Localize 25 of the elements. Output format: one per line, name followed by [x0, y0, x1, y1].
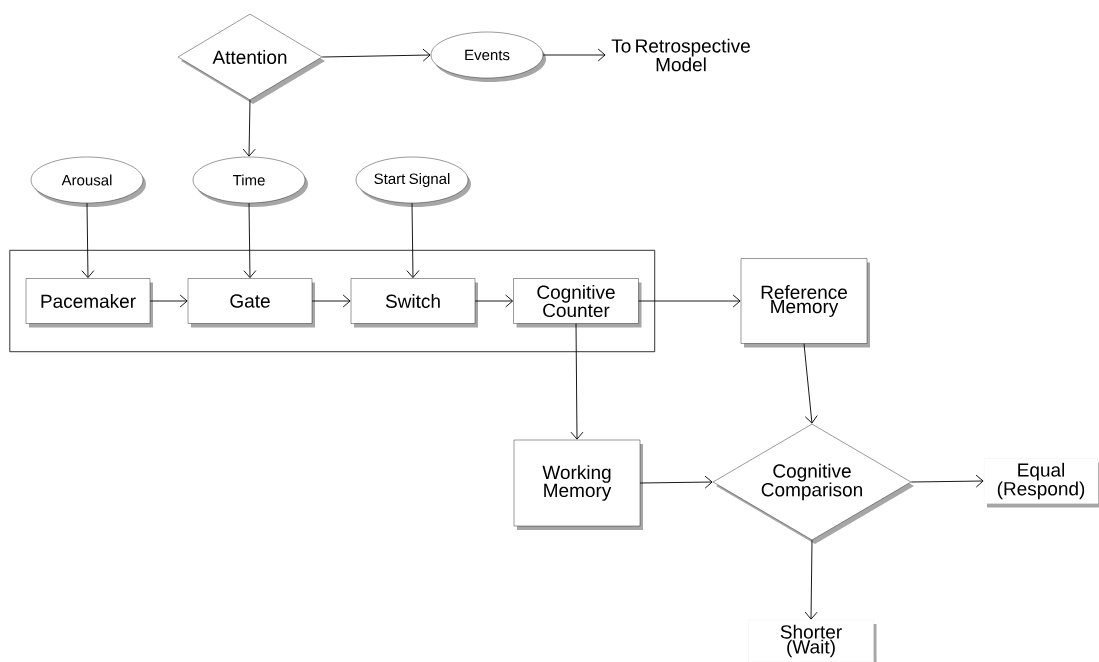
target-text: To Retrospective Model [611, 38, 750, 72]
arrow [804, 539, 818, 620]
arrow [321, 48, 431, 62]
group-frame [9, 249, 656, 353]
process-box: Gate [187, 278, 315, 328]
process-box: Pacemaker [25, 278, 153, 328]
memory-box: Reference Memory [740, 258, 870, 348]
arrow [638, 294, 741, 308]
arrow [570, 323, 584, 440]
outcome-box: Equal (Respond) [983, 458, 1099, 508]
memory-box: Working Memory [513, 439, 643, 530]
arrow [243, 202, 257, 279]
arrow [542, 48, 606, 62]
arrow [311, 294, 351, 308]
arrow [406, 202, 420, 279]
process-box: Switch [350, 278, 478, 328]
process-box: Cognitive Counter [513, 278, 642, 328]
arrow [81, 202, 95, 279]
arrow [474, 294, 514, 308]
arrow [242, 99, 256, 157]
arrow [803, 343, 818, 424]
outcome-box: Shorter (Wait) [748, 619, 877, 662]
arrow [149, 294, 188, 308]
arrow [910, 474, 984, 488]
arrow [639, 475, 713, 489]
